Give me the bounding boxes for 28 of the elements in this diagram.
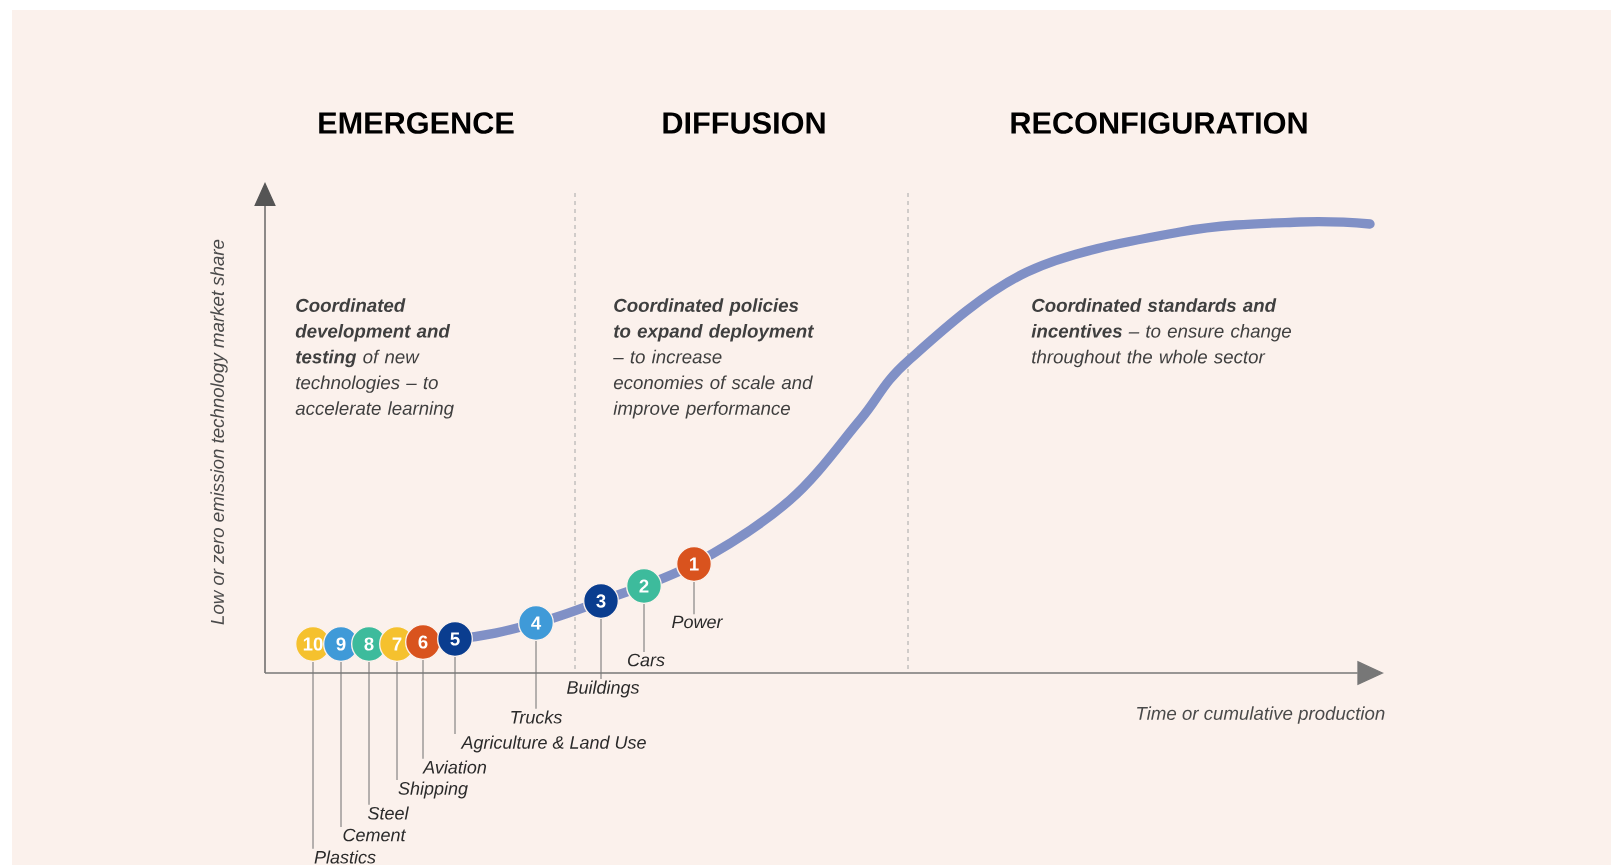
- sector-label: Steel: [368, 806, 409, 820]
- sector-label: Cement: [343, 828, 407, 842]
- axis-label: Time or cumulative production: [1137, 706, 1385, 724]
- sector-label: Buildings: [567, 680, 640, 698]
- sector-label: Plastics: [314, 850, 376, 864]
- leader-line: [643, 603, 645, 653]
- leader-line: [340, 661, 342, 828]
- leader-line: [422, 659, 424, 760]
- phase-heading: EMERGENCE: [319, 112, 514, 134]
- phase-description: Coordinated development and testing of new technologies – to accelerate learning: [295, 298, 454, 419]
- sector-label: Shipping: [398, 781, 468, 799]
- sector-label: Aviation: [422, 760, 487, 774]
- leader-line: [535, 640, 537, 710]
- sector-label: Trucks: [511, 710, 562, 724]
- phase-heading: RECONFIGURATION: [1011, 112, 1307, 134]
- sector-label: Power: [672, 615, 724, 629]
- phase-description: Coordinated standards and incentives – to ensure change throughout the whole sector: [1031, 298, 1291, 368]
- axis-label: Low or zero emission technology market share: [210, 239, 228, 625]
- sector-label: Agriculture & Land Use: [460, 735, 646, 753]
- leader-line: [454, 656, 456, 735]
- phase-description: Coordinated policies to expand deployment – to increase economies of scale and improve performance: [613, 298, 815, 419]
- sector-label: Cars: [628, 653, 665, 667]
- leader-line: [693, 581, 695, 615]
- phase-heading: DIFFUSION: [663, 112, 825, 134]
- leader-line: [600, 618, 602, 680]
- leader-line: [368, 661, 370, 806]
- leader-line: [396, 661, 398, 781]
- leader-line: [312, 661, 314, 850]
